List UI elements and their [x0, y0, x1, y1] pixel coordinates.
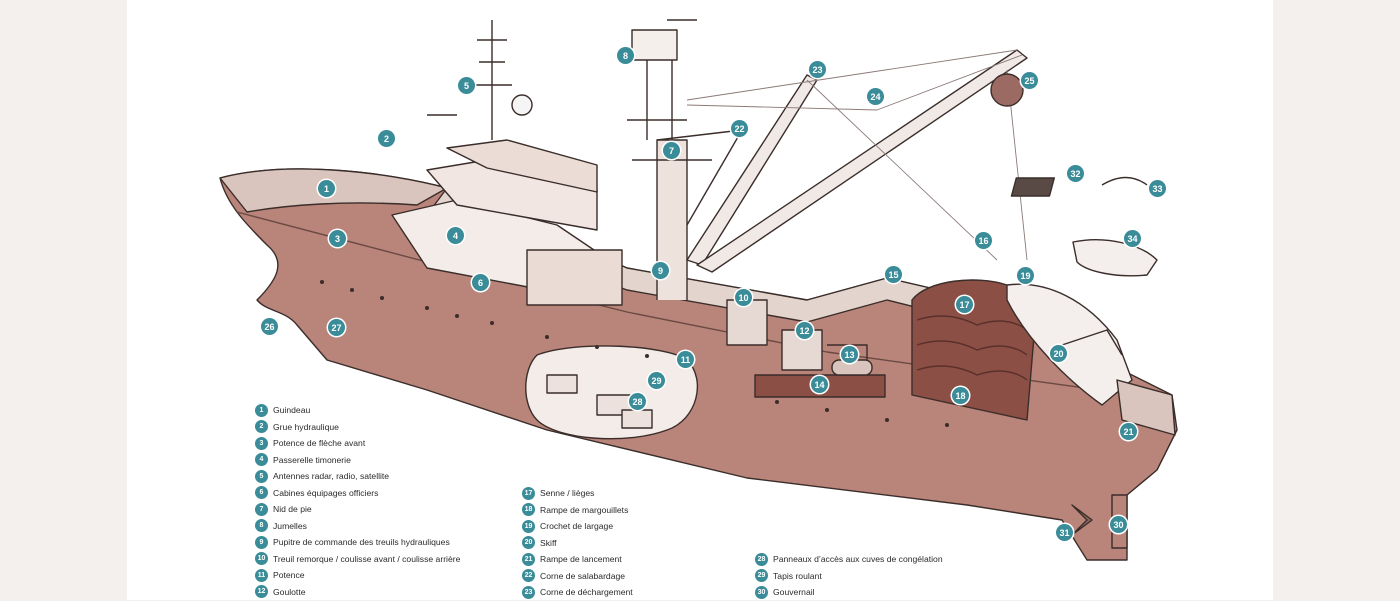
radar-mast	[472, 20, 512, 140]
callout-33: 33	[1149, 180, 1166, 197]
hatch-panel	[1010, 177, 1056, 197]
callout-25: 25	[1021, 72, 1038, 89]
callout-14: 14	[811, 376, 828, 393]
callout-26: 26	[261, 318, 278, 335]
stern-ramp	[1116, 379, 1176, 436]
callout-1: 1	[318, 180, 335, 197]
callout-28: 28	[629, 393, 646, 410]
callout-11: 11	[677, 351, 694, 368]
callout-19: 19	[1017, 267, 1034, 284]
diagram-sheet: 1 2 3 4 5 6 7 8 9 10 11 12 13 14 15 16 1…	[127, 0, 1273, 600]
callout-22: 22	[731, 120, 748, 137]
callout-27: 27	[328, 319, 345, 336]
callout-30: 30	[1110, 516, 1127, 533]
callout-9: 9	[652, 262, 669, 279]
callout-7: 7	[663, 142, 680, 159]
callout-6: 6	[472, 274, 489, 291]
dinghy	[1072, 239, 1158, 277]
callout-12: 12	[796, 322, 813, 339]
callout-20: 20	[1050, 345, 1067, 362]
callout-15: 15	[885, 266, 902, 283]
ship-illustration	[219, 19, 1178, 561]
freezer-cutaway	[525, 345, 699, 440]
callout-24: 24	[867, 88, 884, 105]
callout-34: 34	[1124, 230, 1141, 247]
callout-21: 21	[1120, 423, 1137, 440]
callout-5: 5	[458, 77, 475, 94]
main-boom	[696, 49, 1028, 273]
callout-16: 16	[975, 232, 992, 249]
callout-17: 17	[956, 296, 973, 313]
aft-cabin	[526, 249, 623, 306]
callout-4: 4	[447, 227, 464, 244]
callout-18: 18	[952, 387, 969, 404]
callout-13: 13	[841, 346, 858, 363]
callout-3: 3	[329, 230, 346, 247]
callout-2: 2	[378, 130, 395, 147]
callout-23: 23	[809, 61, 826, 78]
callout-32: 32	[1067, 165, 1084, 182]
callout-31: 31	[1056, 524, 1073, 541]
wheelhouse	[446, 139, 598, 193]
callout-10: 10	[735, 289, 752, 306]
skiff	[1006, 283, 1133, 406]
callout-8: 8	[617, 47, 634, 64]
callout-29: 29	[648, 372, 665, 389]
